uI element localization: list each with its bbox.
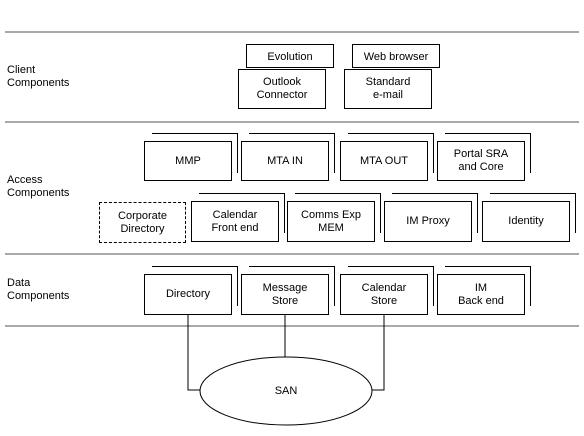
evolution-box: Evolution <box>246 44 334 68</box>
outlook-connector-box: Outlook Connector <box>238 69 326 109</box>
data-components-label: Data Components <box>7 277 70 302</box>
identity-box: Identity <box>482 201 570 242</box>
calendar-front-end-box: Calendar Front end <box>191 201 279 242</box>
directory-box: Directory <box>144 274 232 315</box>
im-back-end-box: IM Back end <box>437 274 525 315</box>
im-proxy-box: IM Proxy <box>384 201 472 242</box>
calendar-store-san-line <box>368 315 385 391</box>
web-browser-box: Web browser <box>352 44 440 68</box>
comms-exp-mem-box: Comms Exp MEM <box>287 201 375 242</box>
corporate-directory-box: Corporate Directory <box>99 202 186 243</box>
mta-in-box: MTA IN <box>241 141 329 181</box>
client-access-divider <box>5 121 579 123</box>
client-components-label: Client Components <box>7 64 70 89</box>
data-storage-divider <box>5 325 579 327</box>
san-label: SAN <box>274 385 298 397</box>
san-ellipse <box>199 356 373 426</box>
mmp-box: MMP <box>144 141 232 181</box>
access-components-label: Access Components <box>7 174 70 199</box>
directory-san-line <box>187 315 205 391</box>
mta-out-box: MTA OUT <box>340 141 428 181</box>
message-store-box: Message Store <box>241 274 329 315</box>
calendar-store-box: Calendar Store <box>340 274 428 315</box>
standard-email-box: Standard e-mail <box>344 69 432 109</box>
top-divider <box>5 31 579 33</box>
portal-sra-box: Portal SRA and Core <box>437 141 525 181</box>
access-data-divider <box>5 253 579 255</box>
